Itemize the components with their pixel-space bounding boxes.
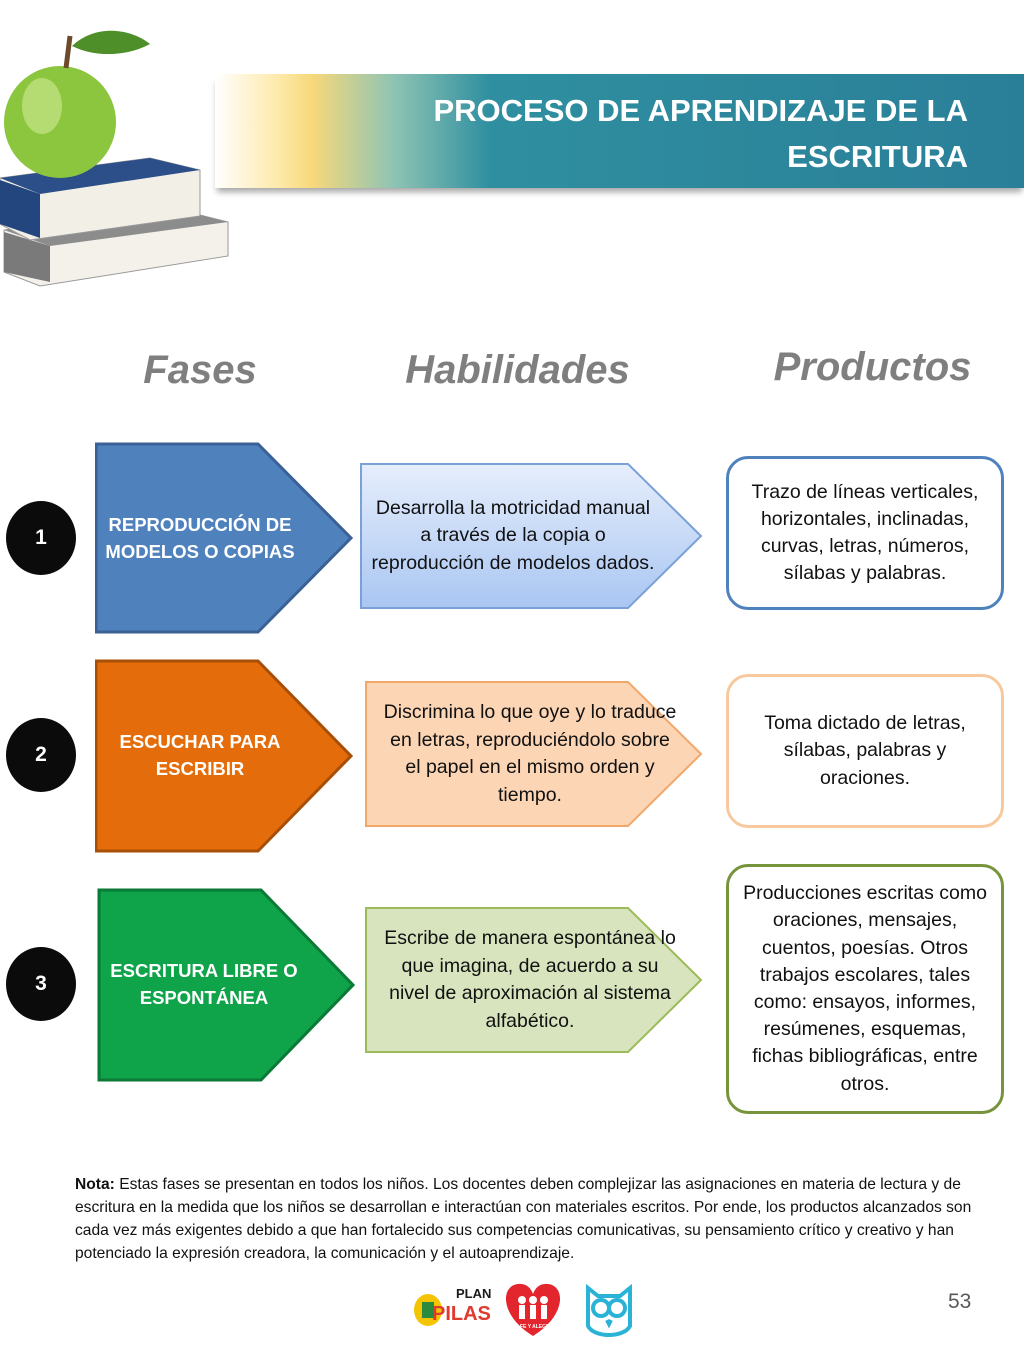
footnote-text: Estas fases se presentan en todos los ni… bbox=[75, 1176, 972, 1262]
step-number-3: 3 bbox=[6, 947, 76, 1021]
skill-text-1: Desarrolla la motricidad manual a través… bbox=[371, 496, 655, 574]
skill-arrow-3: Escribe de manera espontánea lo que imag… bbox=[360, 906, 705, 1054]
product-box-2: Toma dictado de letras, sílabas, palabra… bbox=[726, 674, 1004, 828]
page-title: PROCESO DE APRENDIZAJE DE LA ESCRITURA bbox=[433, 93, 968, 174]
phase-arrow-2: ESCUCHAR PARA ESCRIBIR bbox=[95, 659, 355, 853]
skill-arrow-1: Desarrolla la motricidad manual a través… bbox=[360, 462, 705, 610]
phase-arrow-1: REPRODUCCIÓN DE MODELOS O COPIAS bbox=[95, 442, 355, 634]
svg-text:PILAS: PILAS bbox=[432, 1303, 491, 1325]
step-number-2: 2 bbox=[6, 718, 76, 792]
skill-text-3: Escribe de manera espontánea lo que imag… bbox=[384, 927, 676, 1032]
skill-text-2: Discrimina lo que oye y lo traduce en le… bbox=[383, 701, 677, 806]
product-box-1: Trazo de líneas verticales, horizontales… bbox=[726, 456, 1004, 610]
books-apple-illustration bbox=[0, 30, 229, 287]
plan-pilas-logo: PLAN PILAS bbox=[414, 1286, 491, 1326]
phase-label-2: ESCUCHAR PARA ESCRIBIR bbox=[119, 731, 281, 779]
page-number: 53 bbox=[948, 1290, 972, 1313]
title-banner: PROCESO DE APRENDIZAJE DE LA ESCRITURA bbox=[215, 74, 1024, 188]
heading-habilidades: Habilidades bbox=[405, 348, 630, 392]
skill-arrow-2: Discrimina lo que oye y lo traduce en le… bbox=[360, 680, 705, 828]
svg-text:PLAN: PLAN bbox=[456, 1286, 491, 1301]
footnote-label: Nota: bbox=[75, 1176, 115, 1193]
product-box-3: Producciones escritas como oraciones, me… bbox=[726, 864, 1004, 1114]
phase-label-1: REPRODUCCIÓN DE MODELOS O COPIAS bbox=[105, 514, 295, 562]
fe-y-alegria-logo: FE Y ALEGRÍA bbox=[505, 1283, 561, 1336]
heading-fases: Fases bbox=[143, 348, 257, 392]
owl-logo bbox=[586, 1283, 632, 1337]
step-number-1: 1 bbox=[6, 501, 76, 575]
footnote: Nota: Estas fases se presentan en todos … bbox=[75, 1173, 985, 1265]
phase-arrow-3: ESCRITURA LIBRE O ESPONTÁNEA bbox=[95, 888, 355, 1082]
svg-text:FE Y ALEGRÍA: FE Y ALEGRÍA bbox=[520, 1322, 555, 1330]
phase-label-3: ESCRITURA LIBRE O ESPONTÁNEA bbox=[110, 960, 298, 1008]
partner-logos: PLAN PILAS FE Y ALEGRÍA bbox=[414, 1283, 632, 1337]
heading-productos: Productos bbox=[773, 345, 972, 389]
